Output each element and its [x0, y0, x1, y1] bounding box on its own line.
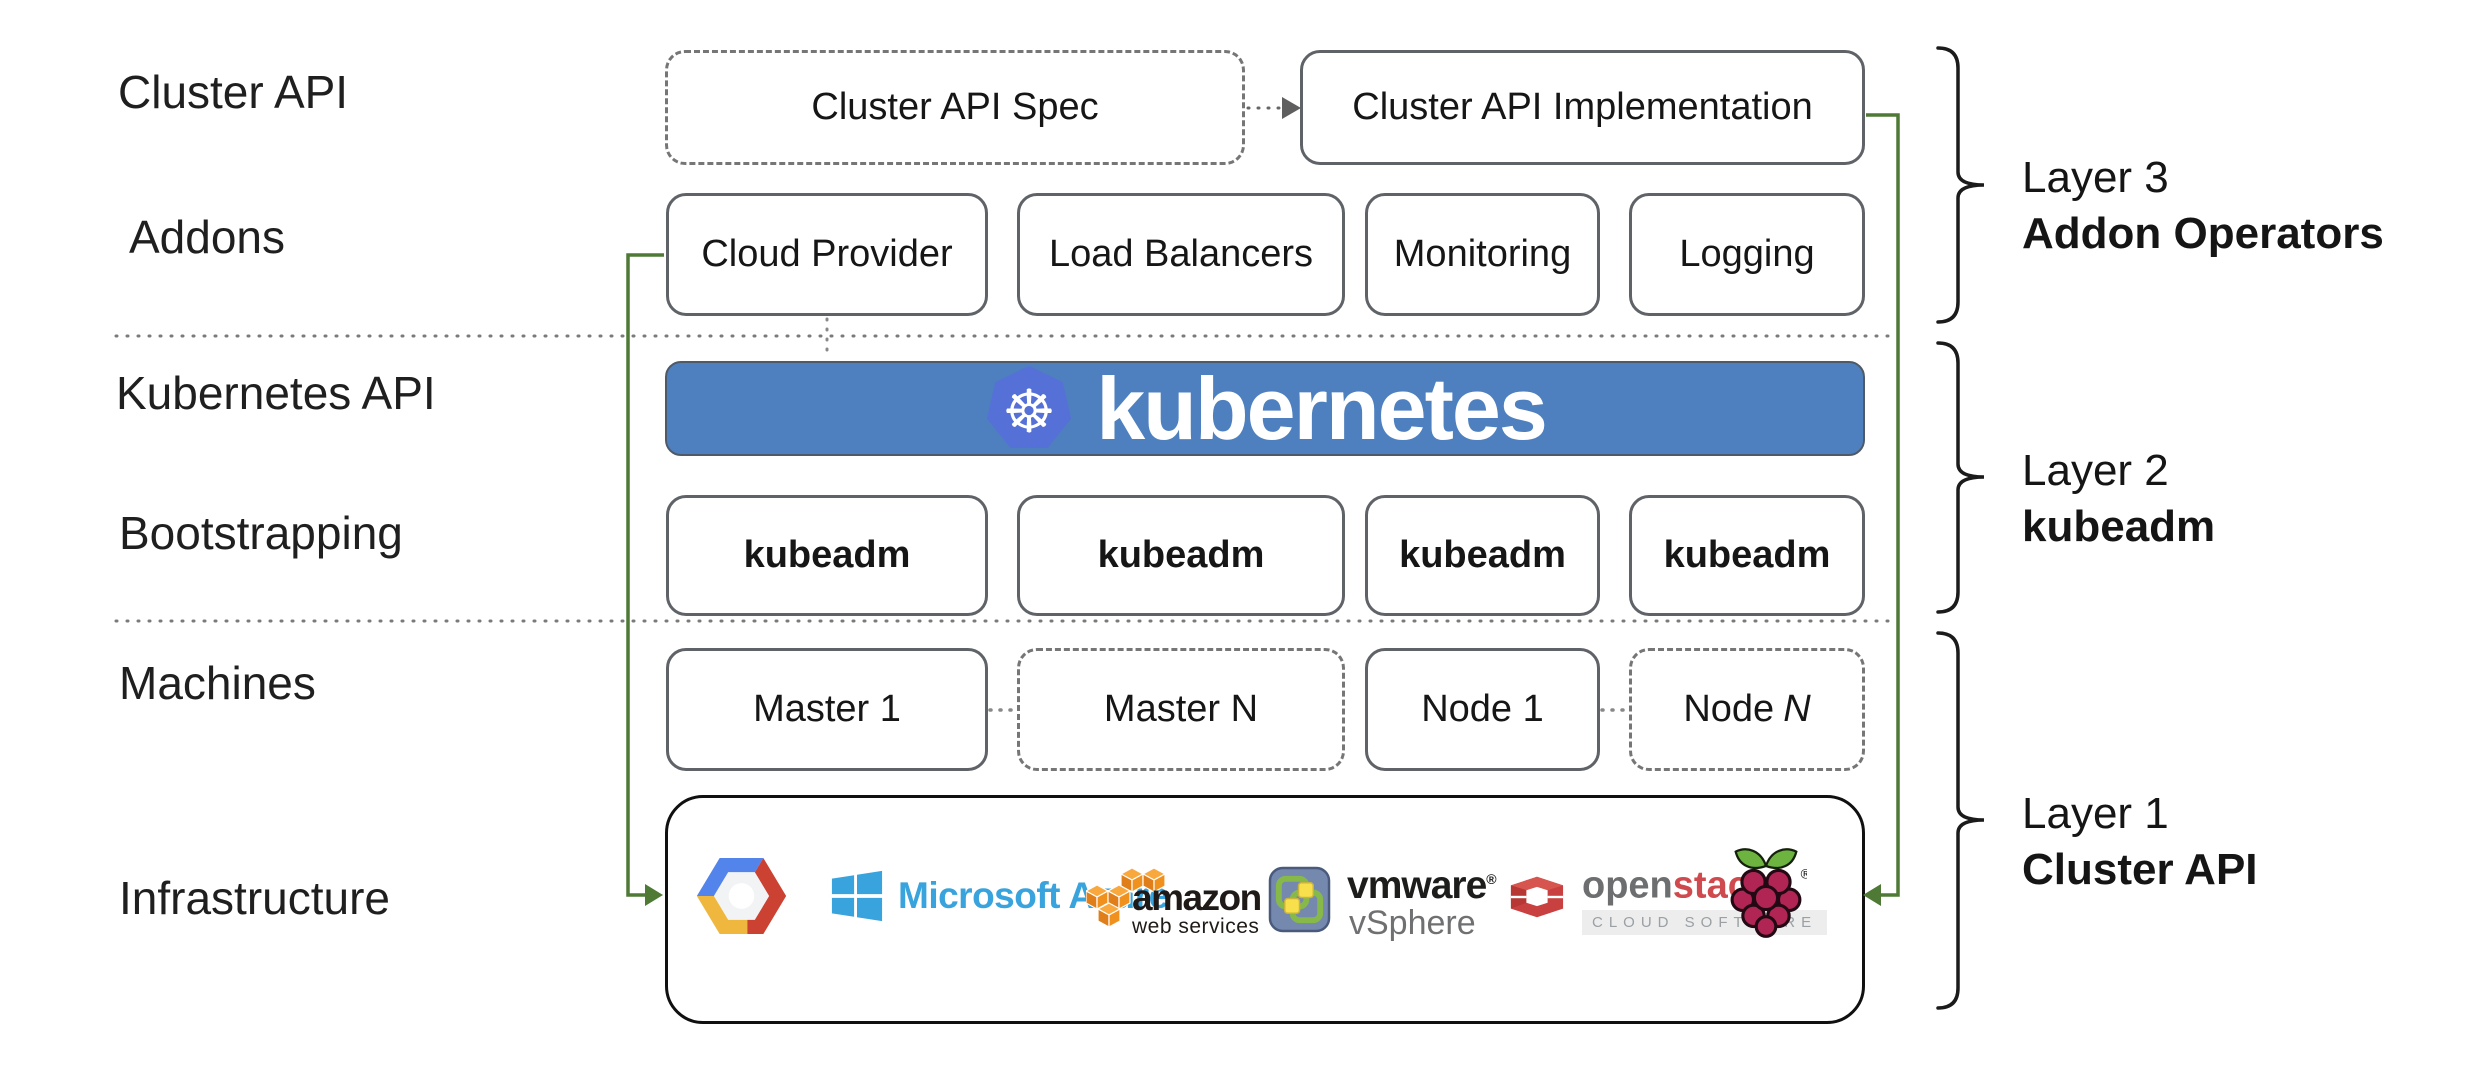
aws-label-amazon: amazon [1132, 877, 1262, 918]
monitoring-label: Monitoring [1393, 233, 1572, 275]
openstack-icon [1510, 877, 1564, 918]
left-label-bootstrapping: Bootstrapping [119, 507, 403, 559]
load-balancers-label: Load Balancers [1048, 233, 1314, 275]
vmware-label-product: vSphere [1349, 904, 1476, 942]
layer-2-title: Layer 2 [2022, 446, 2169, 495]
layer-2-subtitle: kubeadm [2022, 502, 2216, 551]
kubernetes-logo-icon: ☸ [987, 365, 1072, 448]
kubernetes-banner: ☸ kubernetes [665, 361, 1865, 456]
openstack-label-open: open [1582, 864, 1673, 907]
box-monitoring: Monitoring [1365, 193, 1600, 316]
aws-label: amazon web services [1132, 877, 1262, 938]
layer-3-subtitle: Addon Operators [2022, 209, 2384, 258]
aws-logo: amazon web services [1086, 868, 1266, 938]
kubeadm-label: kubeadm [1663, 534, 1831, 576]
box-master-n: Master N [1017, 648, 1345, 771]
box-kubeadm-2: kubeadm [1017, 495, 1345, 616]
box-cloud-provider: Cloud Provider [666, 193, 988, 316]
aws-cubes-icon [1086, 868, 1167, 929]
kubeadm-label: kubeadm [743, 534, 911, 576]
kubernetes-wordmark: kubernetes [1096, 358, 1548, 458]
bracket-layer-1 [1936, 631, 1985, 1010]
left-label-kubernetes-api: Kubernetes API [116, 367, 436, 419]
bracket-layer-3 [1936, 46, 1985, 324]
kubeadm-label: kubeadm [1399, 534, 1566, 576]
node-n-label-n: N [1783, 688, 1811, 730]
spec-to-implementation-arrowhead-icon [1282, 97, 1301, 119]
right-green-arrowhead-icon [1863, 884, 1881, 906]
azure-flag-icon [831, 870, 883, 922]
box-node-1: Node 1 [1365, 648, 1600, 771]
box-cluster-api-spec: Cluster API Spec [665, 50, 1245, 165]
layer-3-label: Layer 3 Addon Operators [2022, 150, 2384, 262]
cluster-api-spec-label: Cluster API Spec [811, 86, 1099, 128]
layer-3-title: Layer 3 [2022, 153, 2169, 202]
node-1-label: Node 1 [1421, 688, 1544, 730]
infrastructure-box: Microsoft Azure amazon web services [665, 795, 1865, 1024]
master-1-label: Master 1 [753, 688, 901, 730]
vmware-icon [1268, 866, 1331, 933]
layer-2-label: Layer 2 kubeadm [2022, 443, 2215, 555]
vmware-logo: vmware® vSphere [1268, 859, 1497, 942]
layer-1-subtitle: Cluster API [2022, 845, 2258, 894]
raspberry-reg-mark: ® [1799, 867, 1807, 882]
gcp-logo-icon [694, 853, 789, 939]
left-green-arrowhead-icon [645, 884, 663, 906]
box-master-1: Master 1 [666, 648, 988, 771]
box-load-balancers: Load Balancers [1017, 193, 1345, 316]
box-logging: Logging [1629, 193, 1865, 316]
master-n-label: Master N [1103, 688, 1259, 730]
cloud-provider-label: Cloud Provider [701, 233, 953, 275]
box-kubeadm-3: kubeadm [1365, 495, 1600, 616]
raspberry-pi-logo-icon: ® [1725, 838, 1807, 942]
left-label-machines: Machines [119, 657, 316, 709]
cloud-provider-to-infrastructure-line [626, 253, 664, 897]
layer-1-title: Layer 1 [2022, 789, 2169, 838]
box-cluster-api-implementation: Cluster API Implementation [1300, 50, 1865, 165]
box-kubeadm-1: kubeadm [666, 495, 988, 616]
svg-text:☸: ☸ [1003, 378, 1056, 447]
aws-label-web-services: web services [1132, 915, 1260, 938]
cluster-api-implementation-label: Cluster API Implementation [1352, 86, 1813, 128]
node-n-label-prefix: Node [1683, 688, 1775, 730]
vmware-label-name: vmware [1347, 864, 1487, 907]
vmware-reg-mark: ® [1486, 871, 1496, 887]
left-label-addons: Addons [129, 211, 286, 263]
left-label-cluster-api: Cluster API [118, 66, 349, 118]
bracket-layer-2 [1936, 341, 1985, 614]
vmware-label: vmware® vSphere [1347, 859, 1497, 942]
box-kubeadm-4: kubeadm [1629, 495, 1865, 616]
layer-1-label: Layer 1 Cluster API [2022, 786, 2258, 898]
kubeadm-label: kubeadm [1097, 534, 1265, 576]
implementation-to-infrastructure-line [1866, 113, 1900, 897]
box-node-n: Node N [1629, 648, 1865, 771]
logging-label: Logging [1679, 233, 1815, 275]
left-label-infrastructure: Infrastructure [119, 872, 390, 924]
